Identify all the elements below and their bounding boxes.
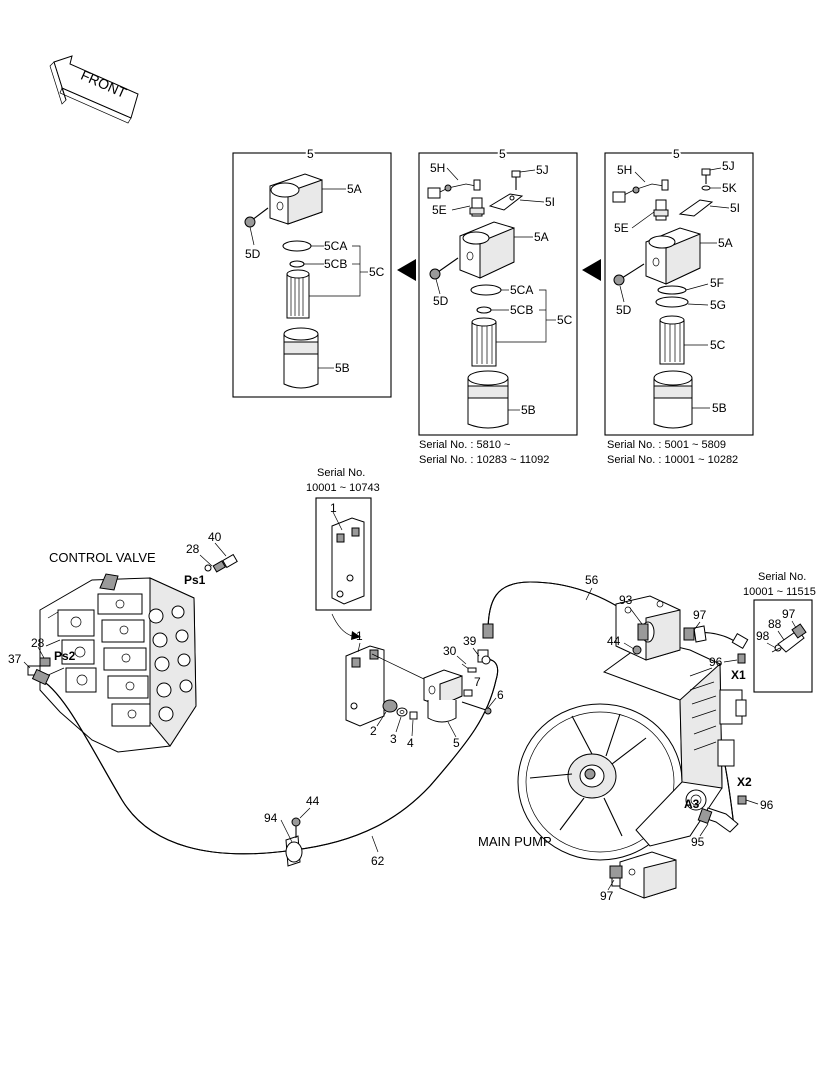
port-ps2: Ps2 (54, 649, 76, 663)
p2-label-5a: 5A (534, 230, 549, 244)
callout-30: 30 (443, 644, 457, 658)
p3-label-5c: 5C (710, 338, 726, 352)
callout-37: 37 (8, 652, 22, 666)
front-arrow: FRONT (49, 55, 139, 124)
port-ps1: Ps1 (184, 573, 206, 587)
p2-label-5b: 5B (521, 403, 536, 417)
port-x1: X1 (731, 668, 746, 682)
fitting-96-x1 (737, 653, 746, 664)
p2-serial-2: Serial No. : 10283 ~ 11092 (419, 454, 549, 466)
ps1-fitting (199, 542, 238, 573)
p2-label-5e: 5E (432, 203, 447, 217)
panel-2-number: 5 (499, 147, 506, 161)
callout-97-top: 97 (693, 608, 707, 622)
p1-label-5c: 5C (369, 265, 385, 279)
callout-97-bottom: 97 (600, 889, 614, 903)
valve-inset-88: 88 (768, 617, 782, 631)
bracket-inset: Serial No. 10001 ~ 10743 1 (306, 467, 380, 611)
control-valve-caption: CONTROL VALVE (49, 550, 156, 565)
fitting-95 (697, 807, 739, 833)
p1-label-5a: 5A (347, 182, 362, 196)
port-x2: X2 (737, 775, 752, 789)
valve-inset-serial-title: Serial No. (758, 571, 806, 583)
callout-56: 56 (585, 573, 599, 587)
p3-label-5b: 5B (712, 401, 727, 415)
bolt-44-top (632, 645, 642, 655)
p2-label-5h: 5H (430, 161, 445, 175)
p3-label-5f: 5F (710, 276, 724, 290)
p1-label-5d: 5D (245, 247, 261, 261)
valve-inset: Serial No. 10001 ~ 11515 97 88 98 (743, 571, 816, 693)
callout-95: 95 (691, 835, 705, 849)
p3-label-5a: 5A (718, 236, 733, 250)
callout-44-top: 44 (607, 634, 621, 648)
panel-1-number: 5 (307, 147, 314, 161)
hose-56-fitting (477, 623, 494, 665)
p2-label-5cb: 5CB (510, 303, 533, 317)
fitting-93 (637, 621, 655, 643)
p3-serial-2: Serial No. : 10001 ~ 10282 (607, 454, 738, 466)
callout-28-left: 28 (31, 636, 45, 650)
bracket-serial-title: Serial No. (317, 467, 365, 479)
hose-62-end-cv (31, 668, 51, 686)
p3-label-5d: 5D (616, 303, 632, 317)
callout-7: 7 (474, 675, 481, 689)
p3-label-5i: 5I (730, 201, 740, 215)
p2-label-5d: 5D (433, 294, 449, 308)
panel-arrow-1 (397, 259, 416, 281)
fitting-96-x2 (737, 795, 747, 805)
callout-93: 93 (619, 593, 633, 607)
p1-label-5ca: 5CA (324, 239, 347, 253)
fitting-97-top (683, 625, 707, 643)
callout-4: 4 (407, 736, 414, 750)
bracket-serial-range: 10001 ~ 10743 (306, 482, 380, 494)
p2-label-5i: 5I (545, 195, 555, 209)
p2-label-5c: 5C (557, 313, 573, 327)
callout-3: 3 (390, 732, 397, 746)
callout-6: 6 (497, 688, 504, 702)
p2-label-5ca: 5CA (510, 283, 533, 297)
clamp-94 (280, 817, 303, 867)
p3-serial-1: Serial No. : 5001 ~ 5809 (607, 439, 726, 451)
p3-label-5e: 5E (614, 221, 629, 235)
callout-94: 94 (264, 811, 278, 825)
p2-label-5j: 5J (536, 163, 549, 177)
main-pump-caption: MAIN PUMP (478, 834, 552, 849)
panel-arrow-2 (582, 259, 601, 281)
bracket-inset-label: 1 (330, 501, 337, 515)
filter-panel-2: 5 5H 5J (418, 145, 578, 466)
filter-panel-3: 5 5H 5J (604, 145, 754, 466)
fitting-97-bottom (609, 865, 623, 887)
p1-label-5cb: 5CB (324, 257, 347, 271)
port-a3: A3 (684, 797, 700, 811)
valve-inset-98: 98 (756, 629, 770, 643)
p3-label-5g: 5G (710, 298, 726, 312)
bracket-leader (331, 613, 353, 637)
valve-inset-serial-range: 10001 ~ 11515 (743, 586, 816, 598)
filter-panel-1: 5 5A 5D 5CA 5CB 5C 5B (232, 145, 392, 398)
p1-label-5b: 5B (335, 361, 350, 375)
callout-96-top: 96 (709, 655, 723, 669)
callout-2: 2 (370, 724, 377, 738)
main-pump (517, 595, 747, 899)
callout-96-bottom: 96 (760, 798, 774, 812)
callout-44-bottom: 44 (306, 794, 320, 808)
valve-inset-97: 97 (782, 607, 796, 621)
callout-1: 1 (356, 629, 363, 643)
callout-5: 5 (453, 736, 460, 750)
p2-serial-1: Serial No. : 5810 ~ (419, 439, 510, 451)
control-valve: CONTROL VALVE (39, 550, 197, 753)
callout-40: 40 (208, 530, 222, 544)
p3-label-5k: 5K (722, 181, 737, 195)
callout-39: 39 (463, 634, 477, 648)
panel-3-number: 5 (673, 147, 680, 161)
p3-label-5h: 5H (617, 163, 632, 177)
callout-62: 62 (371, 854, 385, 868)
callout-28-top: 28 (186, 542, 200, 556)
p3-label-5j: 5J (722, 159, 735, 173)
valve-assembly (345, 645, 492, 727)
